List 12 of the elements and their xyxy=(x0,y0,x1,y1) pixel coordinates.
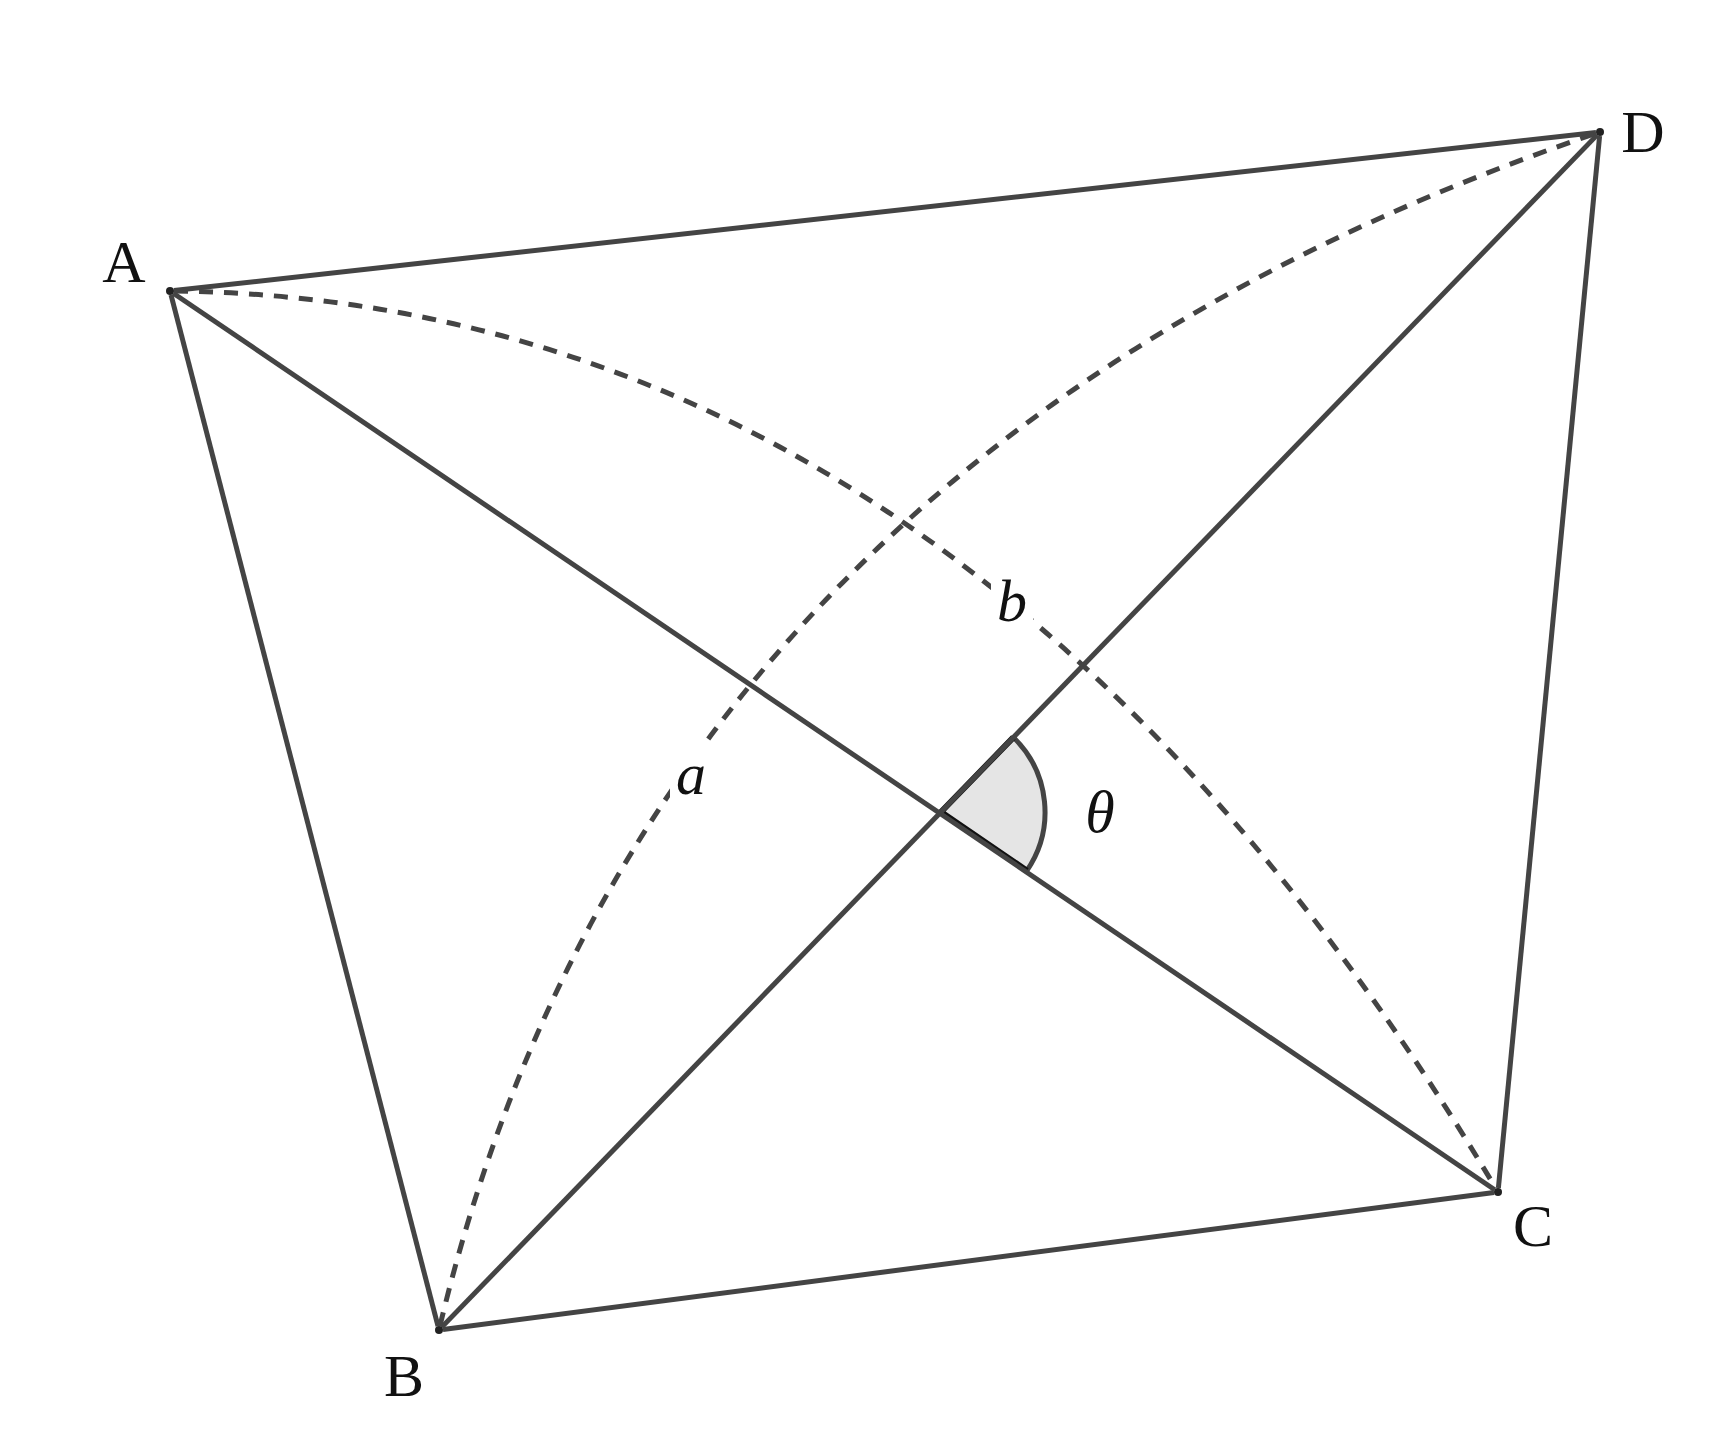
point-label: D xyxy=(1621,102,1665,162)
line-segment xyxy=(173,129,1597,294)
vertex-point xyxy=(166,287,174,295)
vertex-point xyxy=(1596,128,1604,136)
line-segment xyxy=(1495,135,1603,1189)
line-segment xyxy=(442,1190,1495,1332)
point-label: B xyxy=(384,1346,424,1406)
line-segment xyxy=(168,294,441,1327)
vertex-point xyxy=(435,1326,443,1334)
vertex-point xyxy=(1494,1188,1502,1196)
point-label: C xyxy=(1513,1196,1553,1256)
point-label: A xyxy=(102,232,146,292)
